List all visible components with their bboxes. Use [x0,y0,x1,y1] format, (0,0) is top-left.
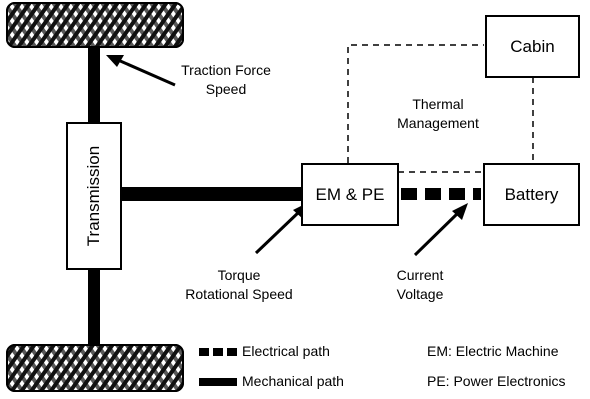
legend-em-definition: EM: Electric Machine [427,343,559,359]
arrows [106,55,468,257]
cabin-block: Cabin [485,15,580,78]
thermal-paths [347,44,534,173]
transmission-label: Transmission [84,145,104,247]
wheel-bottom-icon [6,344,184,392]
traction-label: Traction Force Speed [181,62,271,97]
legend-symbols [199,348,237,386]
transmission-block: Transmission [66,122,122,270]
torque-label: Torque Rotational Speed [185,267,293,302]
current-label: Current Voltage [396,267,444,302]
legend-mechanical: Mechanical path [242,373,344,389]
em-pe-block: EM & PE [301,163,399,226]
battery-block: Battery [483,163,580,226]
legend-pe-definition: PE: Power Electronics [427,373,566,389]
mechanical-paths [88,47,302,345]
wheel-top-icon [6,2,184,48]
electrical-path [401,188,481,200]
thermal-label: Thermal Management [397,96,479,131]
legend-electrical: Electrical path [242,343,330,359]
